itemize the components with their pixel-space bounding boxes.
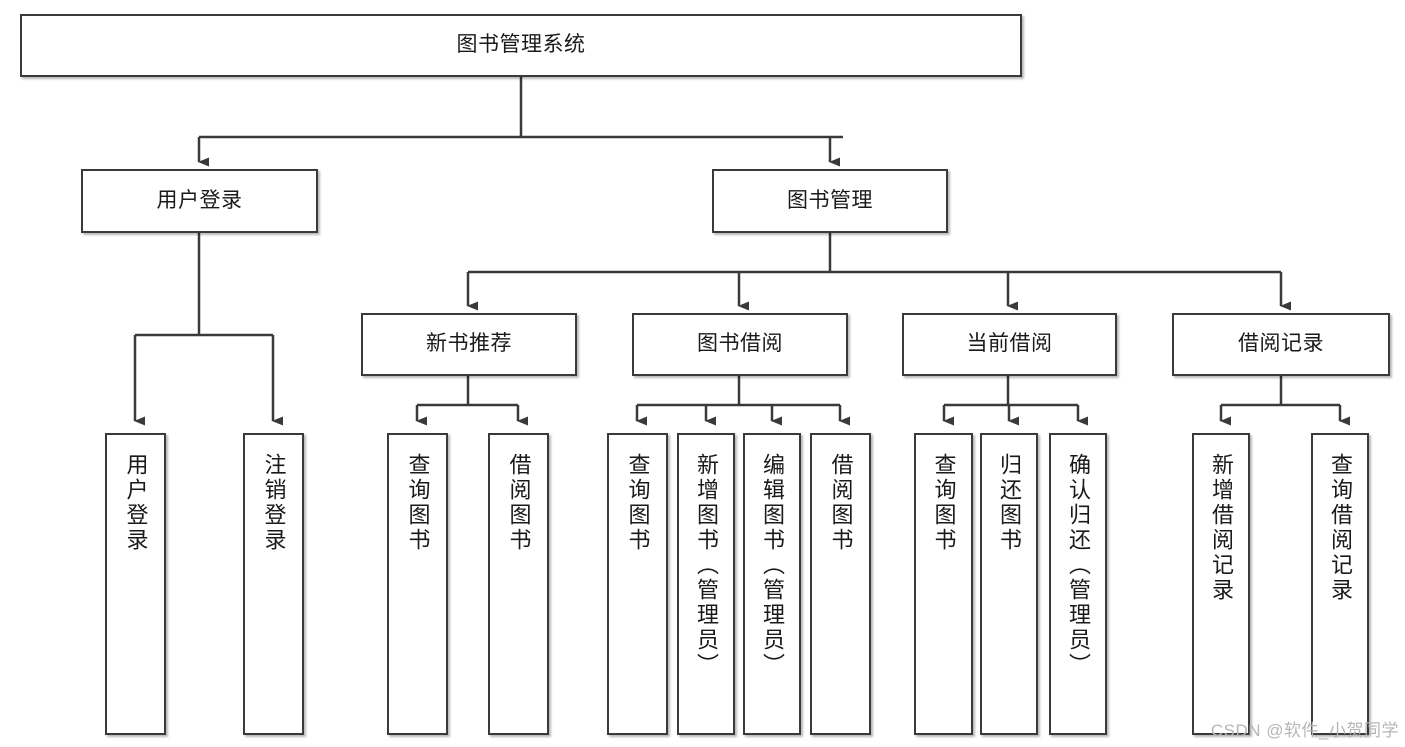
node-leaf-query-book-1[interactable]: 查询图书 [387, 433, 448, 735]
node-leaf-borrow-book-1-label: 借阅图书 [506, 453, 532, 553]
node-book-manage-label: 图书管理 [787, 188, 873, 212]
node-current-borrow-label: 当前借阅 [966, 332, 1053, 356]
node-user-login[interactable]: 用户登录 [81, 169, 318, 233]
node-leaf-add-book[interactable]: 新增图书（管理员） [677, 433, 735, 735]
node-book-borrow[interactable]: 图书借阅 [632, 313, 848, 376]
node-leaf-add-record[interactable]: 新增借阅记录 [1192, 433, 1250, 735]
node-borrow-record-label: 借阅记录 [1238, 332, 1324, 356]
node-leaf-query-book-3-label: 查询图书 [931, 453, 957, 553]
node-leaf-logout[interactable]: 注销登录 [243, 433, 304, 735]
node-leaf-return-book-label: 归还图书 [997, 453, 1022, 553]
node-leaf-query-record-label: 查询借阅记录 [1328, 453, 1353, 603]
node-leaf-borrow-book-2-label: 借阅图书 [828, 453, 854, 553]
node-leaf-return-book[interactable]: 归还图书 [980, 433, 1038, 735]
node-borrow-record[interactable]: 借阅记录 [1172, 313, 1390, 376]
node-new-book-recommend-label: 新书推荐 [426, 332, 512, 356]
node-leaf-user-login[interactable]: 用户登录 [105, 433, 166, 735]
node-current-borrow[interactable]: 当前借阅 [902, 313, 1117, 376]
node-leaf-edit-book[interactable]: 编辑图书（管理员） [743, 433, 801, 735]
node-leaf-add-book-label: 新增图书（管理员） [694, 453, 719, 678]
node-leaf-query-book-2-label: 查询图书 [625, 453, 651, 553]
node-leaf-query-book-1-label: 查询图书 [405, 453, 431, 553]
node-leaf-borrow-book-1[interactable]: 借阅图书 [488, 433, 549, 735]
node-root-label: 图书管理系统 [456, 33, 586, 57]
node-leaf-add-record-label: 新增借阅记录 [1209, 453, 1234, 603]
node-leaf-confirm-return[interactable]: 确认归还（管理员） [1049, 433, 1107, 735]
node-leaf-confirm-return-label: 确认归还（管理员） [1066, 453, 1091, 678]
node-leaf-edit-book-label: 编辑图书（管理员） [760, 453, 785, 678]
node-leaf-query-book-3[interactable]: 查询图书 [914, 433, 973, 735]
node-leaf-query-record[interactable]: 查询借阅记录 [1311, 433, 1369, 735]
node-leaf-logout-label: 注销登录 [261, 453, 287, 553]
node-leaf-query-book-2[interactable]: 查询图书 [607, 433, 668, 735]
node-book-manage[interactable]: 图书管理 [712, 169, 948, 233]
node-book-borrow-label: 图书借阅 [697, 332, 783, 356]
node-leaf-borrow-book-2[interactable]: 借阅图书 [810, 433, 871, 735]
node-new-book-recommend[interactable]: 新书推荐 [361, 313, 577, 376]
node-root[interactable]: 图书管理系统 [20, 14, 1022, 77]
node-user-login-label: 用户登录 [156, 188, 243, 212]
node-leaf-user-login-label: 用户登录 [123, 453, 149, 553]
watermark: CSDN @软件_小贺同学 [1210, 721, 1399, 740]
